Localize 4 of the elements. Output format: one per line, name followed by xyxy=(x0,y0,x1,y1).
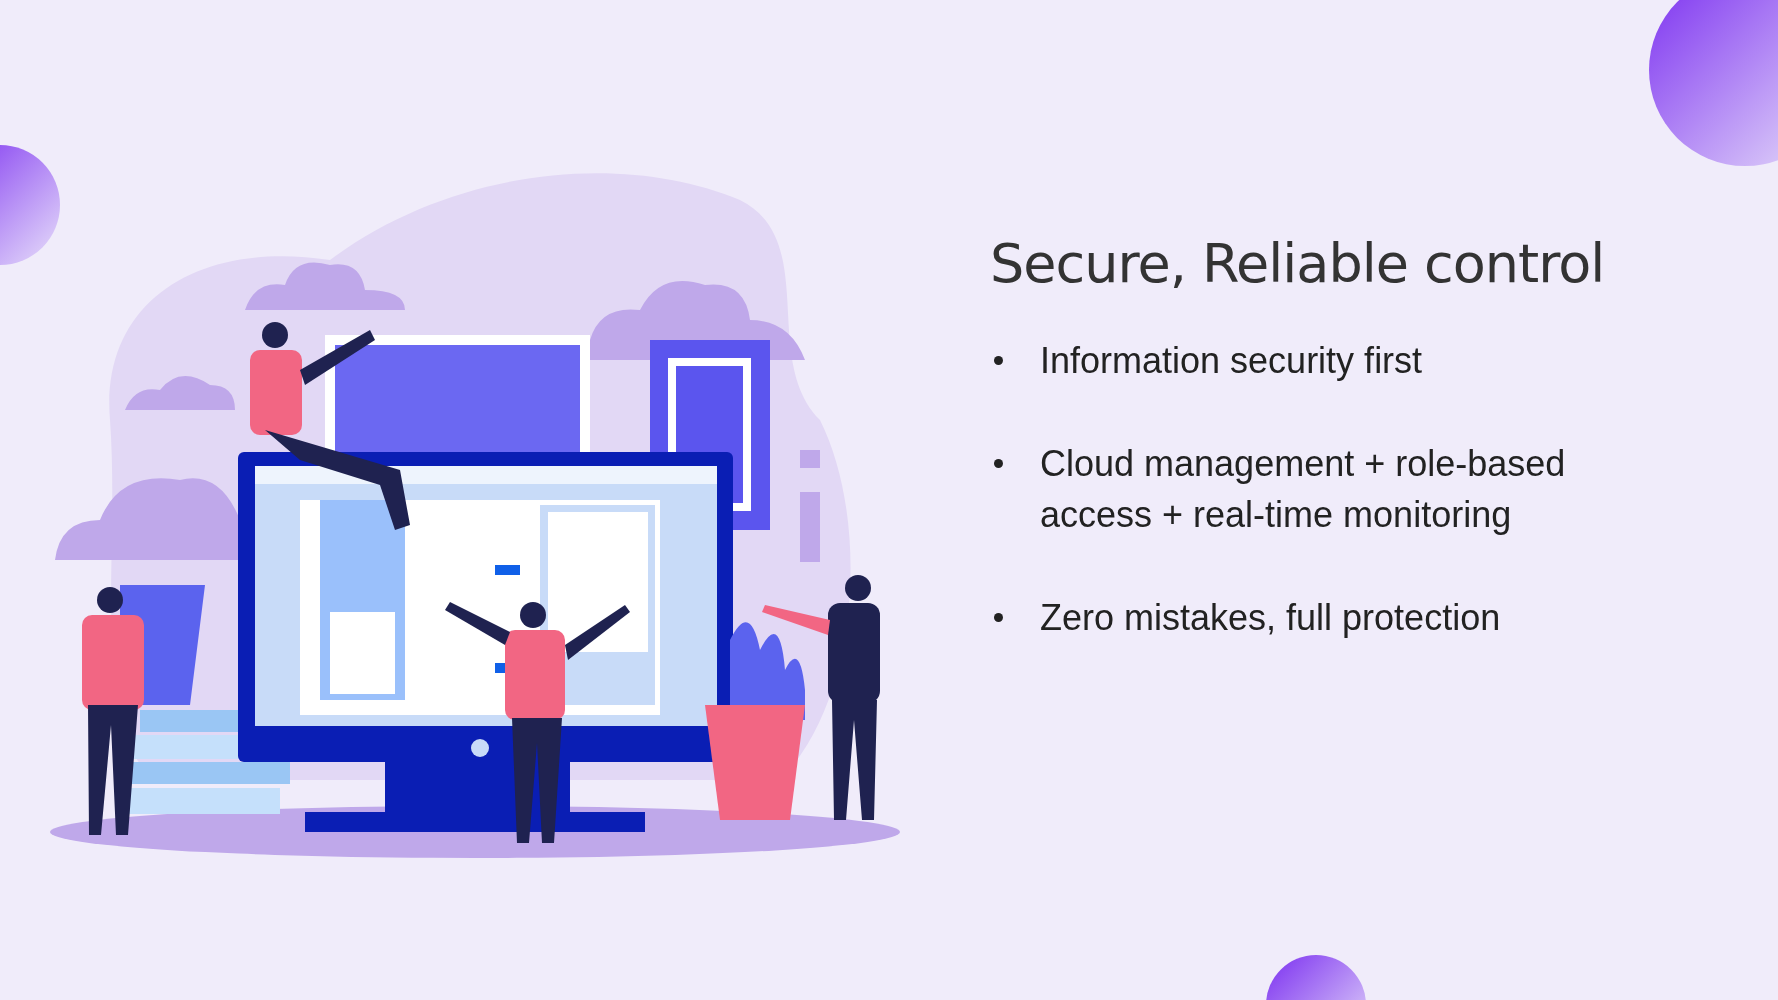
bullet-text: Cloud management + role-based access + real-time monitoring xyxy=(1040,442,1567,537)
bullet-text: Zero mistakes, full protection xyxy=(1040,596,1502,640)
bullet-text: Information security first xyxy=(1040,339,1424,383)
slide-title: Secure, Reliable control xyxy=(990,232,1605,295)
